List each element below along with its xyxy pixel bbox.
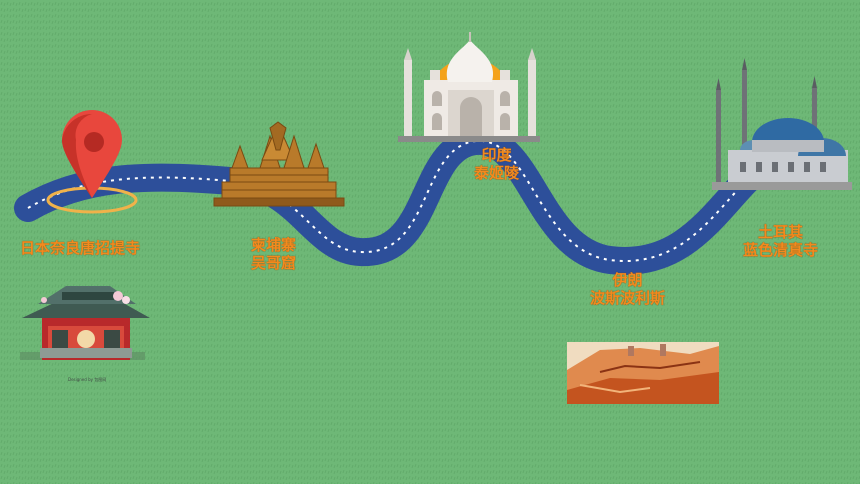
stop-label-line: 泰姬陵 [474, 164, 520, 182]
stop-label-line: 波斯波利斯 [590, 289, 666, 307]
stop-label-japan: 日本奈良唐招提寺 [20, 239, 140, 257]
taj-mahal-icon [398, 32, 540, 142]
stop-label-line: 吴哥窟 [251, 254, 297, 272]
stop-label-line: 土耳其 [758, 223, 804, 241]
location-pin-icon [46, 110, 138, 214]
japanese-temple-icon [20, 286, 150, 360]
stop-label-iran: 伊朗 波斯波利斯 [590, 271, 665, 307]
stop-label-cambodia: 柬埔寨 吴哥窟 [251, 236, 296, 272]
route-dotted-line [27, 139, 761, 262]
blue-mosque-icon [712, 58, 852, 190]
angkor-wat-icon [213, 121, 345, 207]
stop-label-india: 印度 泰姬陵 [474, 146, 519, 182]
stop-label-line: 蓝色清真寺 [743, 241, 819, 259]
stop-label-turkey: 土耳其 蓝色清真寺 [743, 223, 818, 259]
watermark-text: Designed by 包图网 [68, 376, 106, 382]
stop-label-line: 柬埔寨 [251, 236, 297, 254]
stop-label-line: 印度 [481, 146, 512, 164]
stop-label-line: 日本奈良唐招提寺 [20, 239, 141, 257]
stop-label-line: 伊朗 [612, 271, 643, 289]
persepolis-icon [567, 342, 719, 404]
